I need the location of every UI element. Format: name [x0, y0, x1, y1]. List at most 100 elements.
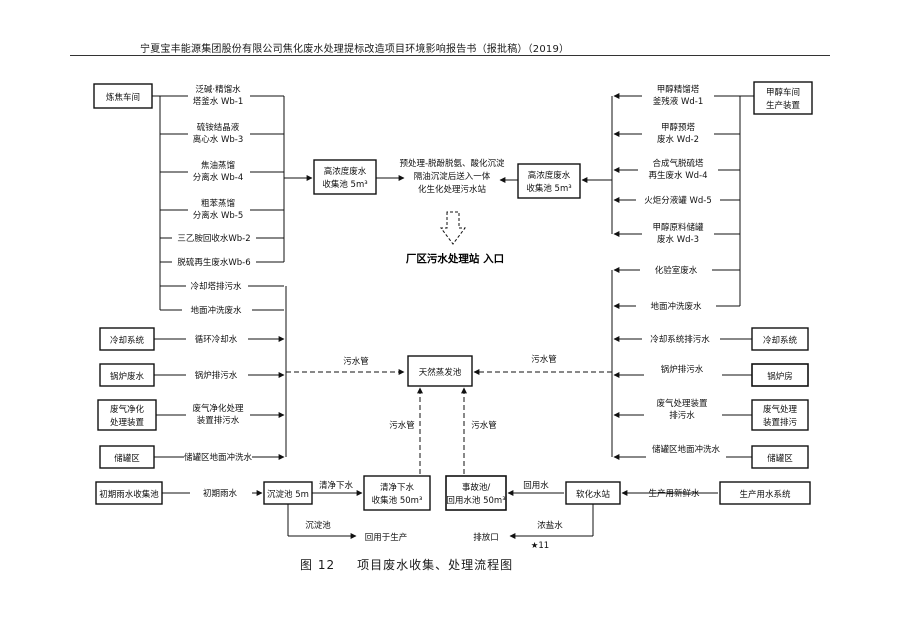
right-branch-misc2: 地面冲洗废水: [613, 301, 740, 312]
svg-text:排污水: 排污水: [669, 410, 695, 421]
svg-text:冷却系统: 冷却系统: [110, 335, 145, 346]
svg-text:三乙胺回收水Wb-2: 三乙胺回收水Wb-2: [177, 233, 250, 244]
svg-text:收集池 50m³: 收集池 50m³: [372, 495, 423, 506]
drain-label: 浓盐水: [537, 520, 563, 531]
right-branch-wd2: 甲醇预塔 废水 Wd-2: [613, 122, 740, 145]
pipe-label-up2: 污水管: [471, 420, 497, 431]
svg-text:清净下水: 清净下水: [380, 482, 415, 493]
svg-text:循环冷却水: 循环冷却水: [195, 334, 238, 345]
figure-number: 图 12: [300, 558, 336, 572]
svg-text:事故池/: 事故池/: [462, 482, 491, 493]
svg-text:釜残液 Wd-1: 釜残液 Wd-1: [653, 96, 703, 107]
svg-text:处理装置: 处理装置: [110, 417, 145, 428]
clean-pipe-label: 清净下水: [319, 480, 354, 491]
svg-text:隔油沉淀后送入一体: 隔油沉淀后送入一体: [414, 171, 491, 182]
svg-text:储罐区地面冲洗水: 储罐区地面冲洗水: [184, 452, 253, 463]
dashed-down-arrow: [440, 211, 466, 245]
svg-text:粗苯蒸馏: 粗苯蒸馏: [201, 198, 235, 209]
svg-text:废水 Wd-3: 废水 Wd-3: [657, 234, 699, 245]
node-softener: 软化水站: [565, 481, 621, 505]
svg-text:收集池 5m³: 收集池 5m³: [526, 183, 571, 194]
left-branch-wb4: 焦油蒸馏 分离水 Wb-4: [160, 160, 284, 183]
wwtp-inlet-label: 厂区污水处理站 入口: [406, 252, 504, 265]
svg-text:装置排污: 装置排污: [763, 417, 798, 428]
svg-text:脱硫再生废水Wb-6: 脱硫再生废水Wb-6: [177, 257, 250, 268]
svg-text:生产用水系统: 生产用水系统: [739, 489, 791, 500]
svg-text:离心水 Wb-3: 离心水 Wb-3: [193, 134, 243, 145]
svg-text:废气净化处理: 废气净化处理: [192, 403, 244, 414]
page-title: 宁夏宝丰能源集团股份有限公司焦化废水处理提标改造项目环境影响报告书（报批稿）（2…: [140, 44, 570, 55]
to-settle-label: 沉淀池: [305, 520, 331, 531]
pipe-label-left: 污水管: [343, 356, 369, 367]
svg-text:沉淀池 5m: 沉淀池 5m: [267, 489, 309, 500]
svg-text:硫铵结晶液: 硫铵结晶液: [197, 122, 240, 133]
svg-text:初期雨水收集池: 初期雨水收集池: [99, 489, 159, 500]
node-pretreat-center: 预处理-脱酚脱氨、酸化沉淀 隔油沉淀后送入一体 化生化处理污水站: [399, 158, 505, 195]
svg-text:火炬分液罐 Wd-5: 火炬分液罐 Wd-5: [644, 195, 711, 206]
svg-text:冷却系统: 冷却系统: [763, 335, 798, 346]
svg-text:甲醇预塔: 甲醇预塔: [661, 122, 696, 133]
right-branch-wd4: 合成气脱硫塔 再生废水 Wd-4: [613, 158, 740, 181]
left-branch-wb5: 粗苯蒸馏 分离水 Wb-5: [160, 198, 284, 221]
svg-text:化验室废水: 化验室废水: [655, 265, 698, 276]
svg-text:废水 Wd-2: 废水 Wd-2: [657, 134, 699, 145]
svg-text:软化水站: 软化水站: [576, 489, 611, 500]
node-reuse-tank: 事故池/ 回用水池 50m³: [445, 475, 507, 511]
svg-text:塔釜水 Wb-1: 塔釜水 Wb-1: [193, 96, 243, 107]
left-branch-wb8: 地面冲洗废水: [160, 305, 284, 316]
node-boiler-right: 锅炉房 锅炉排污水: [613, 363, 809, 387]
node-storage-left: 储罐区 储罐区地面冲洗水: [99, 445, 285, 469]
right-branch-misc1: 化验室废水: [613, 265, 740, 276]
svg-text:化生化处理污水站: 化生化处理污水站: [418, 184, 487, 195]
node-cooling-right: 冷却系统 冷却系统排污水: [613, 327, 809, 351]
svg-text:再生废水 Wd-4: 再生废水 Wd-4: [649, 170, 708, 181]
node-air-purifier-left: 废气净化 处理装置 废气净化处理 装置排污水: [97, 399, 285, 431]
softener-in-label: 生产用新鲜水: [648, 488, 700, 499]
header-rule: [70, 55, 830, 56]
figure-title: 项目废水收集、处理流程图: [357, 558, 514, 572]
node-rain-source: 初期雨水收集池 初期雨水: [95, 481, 263, 505]
svg-text:锅炉排污水: 锅炉排污水: [661, 364, 704, 375]
node-clean-tank: 清净下水 收集池 50m³: [363, 475, 431, 511]
svg-text:锅炉废水: 锅炉废水: [110, 371, 145, 382]
svg-text:锅炉排污水: 锅炉排污水: [195, 370, 238, 381]
figure-caption: 图 12 项目废水收集、处理流程图: [300, 556, 535, 573]
clean-out-label: 回用于生产: [365, 532, 408, 543]
pipe-label-right: 污水管: [531, 354, 557, 365]
svg-text:储罐区地面冲洗水: 储罐区地面冲洗水: [652, 444, 721, 455]
left-branch-wb6: 脱硫再生废水Wb-6: [160, 257, 284, 268]
svg-text:初期雨水: 初期雨水: [203, 488, 238, 499]
svg-text:废气处理装置: 废气处理装置: [656, 398, 708, 409]
right-branch-wd1: 甲醇精馏塔 釜残液 Wd-1: [613, 84, 740, 107]
right-branch-wd5: 火炬分液罐 Wd-5: [613, 195, 740, 206]
left-branch-wb3: 硫铵结晶液 离心水 Wb-3: [160, 122, 284, 145]
w11-label: ★11: [531, 541, 549, 551]
svg-text:冷却塔排污水: 冷却塔排污水: [190, 281, 242, 292]
node-high-conc-tank-right: 高浓度废水 收集池 5m³: [517, 163, 581, 199]
svg-text:预处理-脱酚脱氨、酸化沉淀: 预处理-脱酚脱氨、酸化沉淀: [399, 158, 505, 169]
svg-text:甲醇精馏塔: 甲醇精馏塔: [657, 84, 700, 95]
svg-text:锅炉房: 锅炉房: [767, 371, 793, 382]
svg-text:废气净化: 废气净化: [110, 404, 145, 415]
node-boiler-left: 锅炉废水 锅炉排污水: [99, 363, 285, 387]
left-branch-wb1: 泛碱·精馏水 塔釜水 Wb-1: [160, 84, 284, 107]
svg-text:废气处理: 废气处理: [763, 404, 798, 415]
svg-text:地面冲洗废水: 地面冲洗废水: [190, 305, 242, 316]
svg-text:回用水池 50m³: 回用水池 50m³: [446, 495, 505, 506]
node-coking-plant-label: 炼焦车间: [106, 92, 140, 103]
node-evap-pond: 天然蒸发池: [407, 355, 473, 387]
svg-text:装置排污水: 装置排污水: [197, 415, 240, 426]
node-storage-right: 储罐区 储罐区地面冲洗水: [613, 444, 809, 469]
svg-text:合成气脱硫塔: 合成气脱硫塔: [652, 158, 704, 169]
svg-text:储罐区: 储罐区: [114, 453, 140, 464]
svg-text:冷却系统排污水: 冷却系统排污水: [650, 334, 710, 345]
left-branch-wb7: 冷却塔排污水: [160, 281, 284, 292]
right-branch-wd3: 甲醇原料储罐 废水 Wd-3: [613, 222, 740, 245]
node-purifier-right: 废气处理 装置排污 废气处理装置 排污水: [613, 398, 809, 431]
svg-text:焦油蒸馏: 焦油蒸馏: [201, 160, 235, 171]
node-high-conc-tank-left: 高浓度废水 收集池 5m³: [313, 159, 377, 195]
pipe-label-up1: 污水管: [389, 420, 415, 431]
node-settle-tank: 沉淀池 5m: [263, 481, 313, 505]
svg-text:天然蒸发池: 天然蒸发池: [419, 367, 462, 378]
